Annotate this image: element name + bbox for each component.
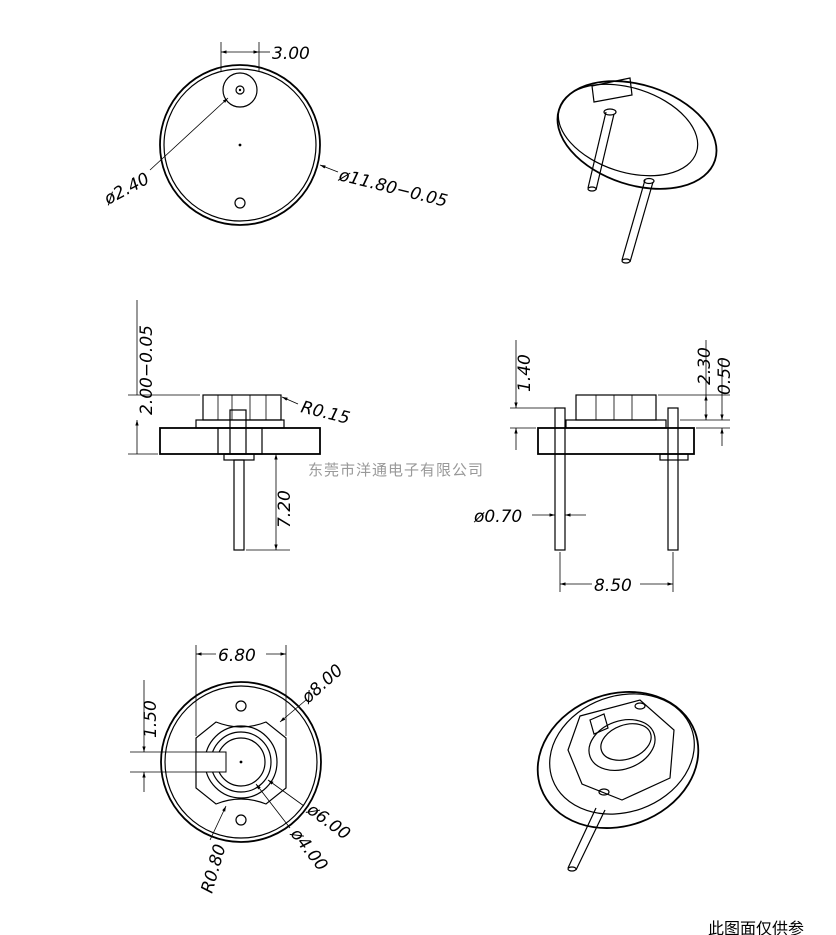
pin-left — [554, 407, 566, 551]
dim-step: 0.50 — [715, 357, 735, 395]
dim-top-width: 3.00 — [272, 44, 310, 64]
lower-hole — [234, 197, 246, 209]
center-mark — [238, 143, 242, 147]
dim-cap-height: 2.30 — [695, 347, 715, 385]
dim-slot-width: 1.50 — [141, 700, 161, 738]
pin-boss — [222, 72, 258, 108]
footer-note: 此图面仅供参 — [708, 919, 804, 935]
dim-pin-spacing: 8.50 — [594, 576, 632, 596]
dim-hole-diameter: ø2.40 — [100, 169, 153, 210]
pin — [233, 459, 245, 551]
dim-corner-radius: R0.80 — [198, 842, 231, 895]
isometric-top — [556, 77, 718, 264]
dim-pin-length: 7.20 — [275, 490, 295, 528]
dim-socket-diameter: ø8.00 — [297, 661, 347, 709]
dim-socket-width: 6.80 — [218, 646, 256, 666]
isometric-bottom — [536, 691, 700, 872]
base-body-right — [537, 427, 695, 455]
lower-hole-bottom — [235, 814, 247, 826]
bottom-outer-circle — [160, 681, 322, 843]
side-view-left: 2.00−0.05 R0.15 7.20 — [128, 300, 352, 551]
cap-right — [575, 394, 657, 421]
dim-cap-offset: 1.40 — [515, 354, 535, 392]
base-body — [159, 427, 321, 455]
dim-outer-diameter: ø11.80−0.05 — [336, 165, 450, 212]
side-view-right: 1.40 2.30 0.50 ø0.70 8.50 — [473, 340, 735, 596]
iso-socket — [567, 699, 675, 801]
bottom-view: 6.80 ø8.00 1.50 ø6.00 ø4.00 R0.80 — [130, 645, 354, 895]
cap — [202, 394, 282, 421]
dim-height: 2.00−0.05 — [137, 325, 157, 415]
watermark: 东莞市洋通电子有限公司 — [308, 461, 484, 479]
pin-right — [667, 407, 679, 551]
dim-pin-diameter: ø0.70 — [473, 507, 522, 527]
upper-hole — [235, 700, 247, 712]
dim-radius: R0.15 — [299, 397, 352, 428]
outer-circle — [159, 64, 321, 226]
top-view: 3.00 ø2.40 ø11.80−0.05 — [100, 42, 450, 226]
inner-circle — [163, 68, 317, 222]
